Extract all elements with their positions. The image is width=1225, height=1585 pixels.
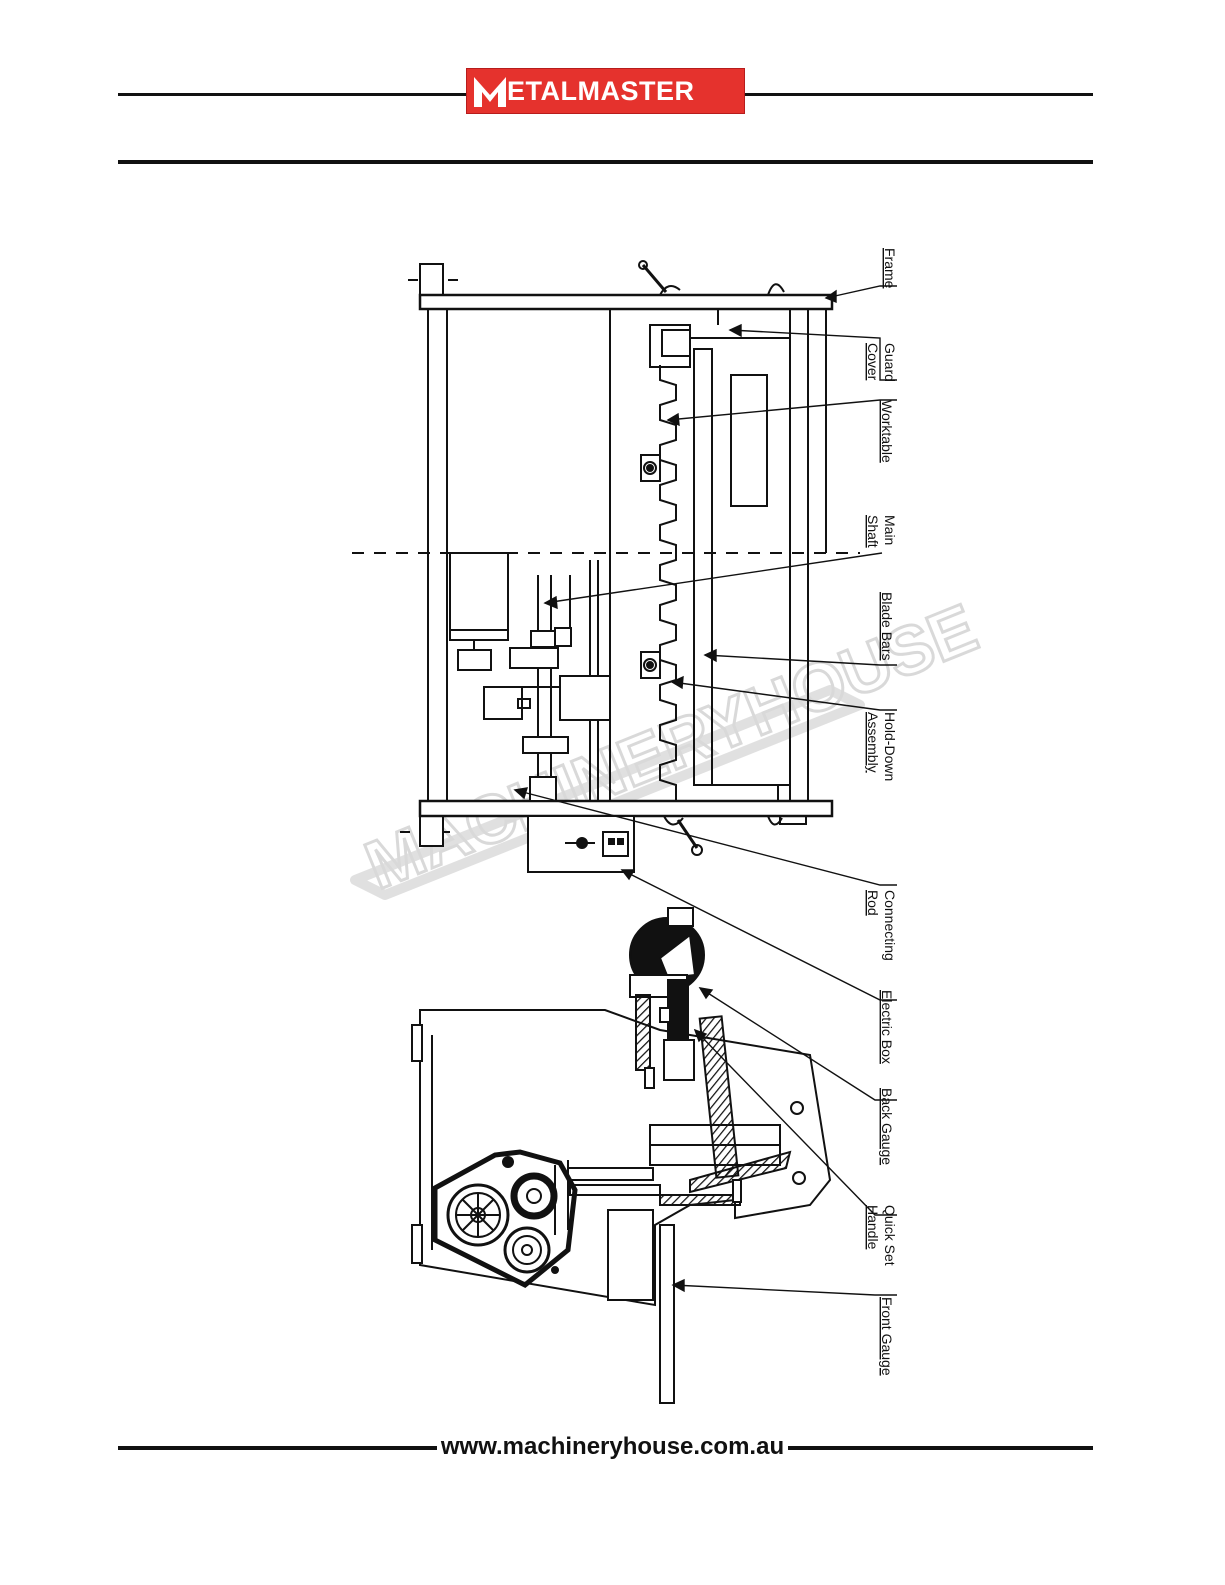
side-view	[412, 908, 830, 1403]
footer-url[interactable]: www.machineryhouse.com.au	[0, 1433, 1225, 1461]
frame-bottom-bar	[420, 801, 832, 816]
label-back-gauge: Back Gauge	[879, 1088, 895, 1165]
label-worktable: Worktable	[879, 400, 895, 463]
label-frame: Frame	[882, 248, 898, 289]
label-connecting-rod-1: Connecting	[882, 890, 898, 961]
label-hold-down-2: Assembly	[865, 712, 881, 773]
label-quick-set-1: Quick Set	[882, 1205, 898, 1266]
label-connecting-rod-2: Rod	[865, 890, 881, 916]
front-gauge-bar	[660, 1225, 674, 1403]
label-hold-down-1: Hold-Down	[882, 712, 898, 781]
frame-top-bar	[420, 295, 832, 309]
callout-labels: Frame Guard Cover Worktable Main Shaft B…	[865, 248, 898, 1376]
label-electric-box: Electric Box	[879, 990, 895, 1064]
label-front-gauge: Front Gauge	[879, 1297, 895, 1376]
label-main-shaft-2: Shaft	[865, 515, 881, 548]
footer-url-text[interactable]: www.machineryhouse.com.au	[437, 1433, 788, 1460]
label-main-shaft-1: Main	[882, 515, 898, 545]
label-guard-cover-2: Cover	[865, 343, 881, 381]
label-quick-set-2: Handle	[865, 1205, 881, 1250]
label-blade-bars: Blade Bars	[879, 592, 895, 660]
label-guard-cover-1: Guard	[882, 343, 898, 382]
